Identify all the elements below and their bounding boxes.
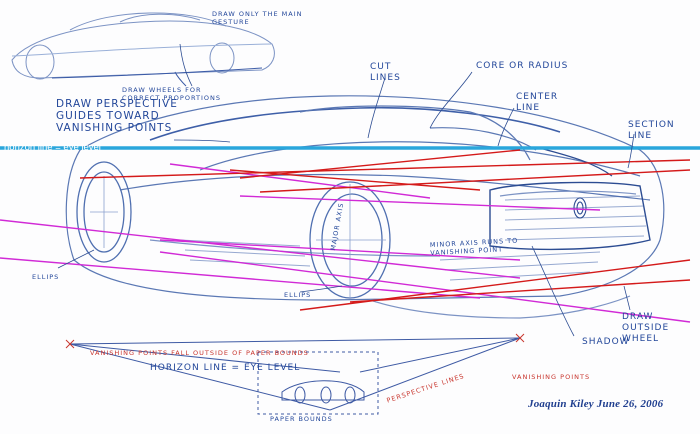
annotation-section-line: SECTION LINE	[628, 120, 675, 141]
bottom-perspective-diagram	[69, 337, 521, 415]
thumbnail-car-sketch	[11, 12, 275, 87]
rear-wheel	[309, 181, 391, 299]
annotation-ellips-left: ELLIPS	[32, 273, 60, 281]
artist-signature: Joaquin Kiley June 26, 2006	[528, 398, 664, 410]
front-wheel	[76, 161, 132, 263]
shading	[179, 195, 647, 281]
annotation-cut-lines: CUT LINES	[370, 62, 401, 83]
annotation-vanishing-points: VANISHING POINTS	[512, 373, 591, 381]
magenta-perspective-lines	[0, 163, 691, 323]
annotation-vp-outside-paper: VANISHING POINTS FALL OUTSIDE OF PAPER B…	[90, 349, 309, 357]
vanishing-point-markers	[65, 333, 525, 349]
leader-lines	[57, 43, 635, 337]
main-car-body	[65, 95, 665, 319]
annotation-shadow: SHADOW	[582, 337, 630, 347]
red-perspective-lines	[79, 149, 691, 311]
annotation-wheels-proportions: DRAW WHEELS FOR CORRECT PROPORTIONS	[122, 86, 221, 103]
annotation-center-line: CENTER LINE	[516, 92, 559, 113]
annotation-draw-outside-wheel: DRAW OUTSIDE WHEEL	[622, 312, 670, 344]
annotation-paper-bounds: PAPER BOUNDS	[270, 415, 333, 423]
annotation-ellips-bottom: ELLIPS	[284, 291, 312, 299]
taillight	[573, 197, 587, 219]
annotation-draw-only-gesture: DRAW ONLY THE MAIN GESTURE	[212, 10, 303, 27]
annotation-perspective-guides: DRAW PERSPECTIVE GUIDES TOWARD VANISHING…	[56, 98, 178, 135]
horizon-line-label: horizon line = eye level	[4, 142, 101, 153]
annotation-horizon-eye-level: HORIZON LINE = EYE LEVEL	[150, 363, 301, 373]
annotation-core-radius: CORE OR RADIUS	[476, 61, 569, 71]
